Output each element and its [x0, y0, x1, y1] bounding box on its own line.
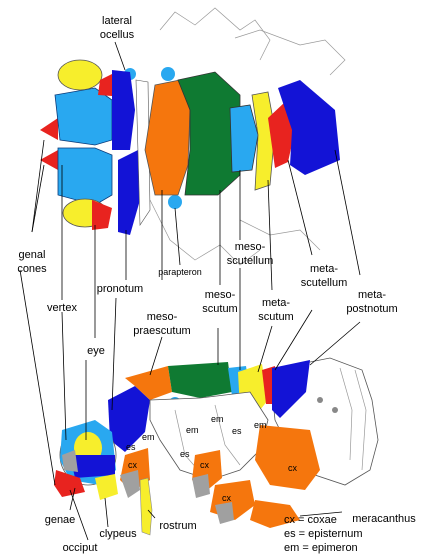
parapteron-lower	[168, 195, 182, 209]
label-metascutum-1: meta-	[262, 297, 290, 309]
label-clypeus: clypeus	[99, 528, 137, 540]
label-metascutellum-2: scutellum	[301, 277, 347, 289]
label-cx-1: cx	[128, 460, 138, 470]
label-vertex: vertex	[47, 302, 77, 314]
label-es-1: es	[126, 442, 136, 452]
rostrum-shape	[140, 478, 152, 535]
label-eye: eye	[87, 345, 105, 357]
label-em-3: em	[211, 414, 224, 424]
label-metascutellum-1: meta-	[310, 263, 338, 275]
mesopraescutum	[145, 80, 190, 195]
coxa-3	[255, 425, 320, 490]
vertex-lower	[58, 148, 112, 205]
label-cx-4: cx	[222, 493, 232, 503]
genal-cone-upper	[40, 118, 58, 140]
label-mesoscutellum-2: scutellum	[227, 255, 273, 267]
label-metapostnotum-1: meta-	[358, 289, 386, 301]
label-mesopraescutum-2: praescutum	[133, 325, 190, 337]
label-em-2: em	[186, 425, 199, 435]
vertex-upper	[55, 88, 112, 145]
label-meracanthus: meracanthus	[352, 513, 416, 525]
label-lateral-ocellus-1: lateral	[102, 15, 132, 27]
grey-tip-3	[215, 502, 234, 524]
legend-line-2: es = episternum	[284, 528, 363, 540]
label-lateral-ocellus-2: ocellus	[100, 29, 135, 41]
lateral-mesoscutum	[168, 362, 232, 398]
grey-tip-1	[120, 470, 140, 498]
label-mesoscutum-1: meso-	[205, 289, 236, 301]
label-pronotum: pronotum	[97, 283, 143, 295]
label-occiput: occiput	[63, 542, 98, 554]
eye-upper	[58, 60, 102, 90]
label-genal-cones-1: genal	[19, 249, 46, 261]
pronotum-2	[118, 150, 140, 235]
dorsal-view	[40, 8, 345, 265]
parapteron-upper	[161, 67, 175, 81]
legend-line-1: cx = coxae	[284, 514, 337, 526]
label-cx-2: cx	[200, 460, 210, 470]
label-mesoscutellum-1: meso-	[235, 241, 266, 253]
clypeus-yellow	[95, 474, 118, 500]
label-mesoscutum-2: scutum	[202, 303, 237, 315]
label-genal-cones-2: cones	[17, 263, 47, 275]
label-cx-3: cx	[288, 463, 298, 473]
label-parapteron: parapteron	[158, 267, 202, 277]
label-genae: genae	[45, 514, 76, 526]
label-metascutum-2: scutum	[258, 311, 293, 323]
label-mesopraescutum-1: meso-	[147, 311, 178, 323]
label-es-3: es	[232, 426, 242, 436]
label-em-1: em	[142, 432, 155, 442]
label-es-2: es	[180, 449, 190, 459]
grey-tip-2	[192, 474, 210, 498]
label-em-4: em	[254, 420, 267, 430]
legend-line-3: em = epimeron	[284, 542, 358, 554]
pronotum-1	[112, 70, 135, 150]
mesoscutellum	[230, 105, 258, 172]
label-metapostnotum-2: postnotum	[346, 303, 397, 315]
label-rostrum: rostrum	[159, 520, 196, 532]
lateral-view	[54, 358, 378, 535]
